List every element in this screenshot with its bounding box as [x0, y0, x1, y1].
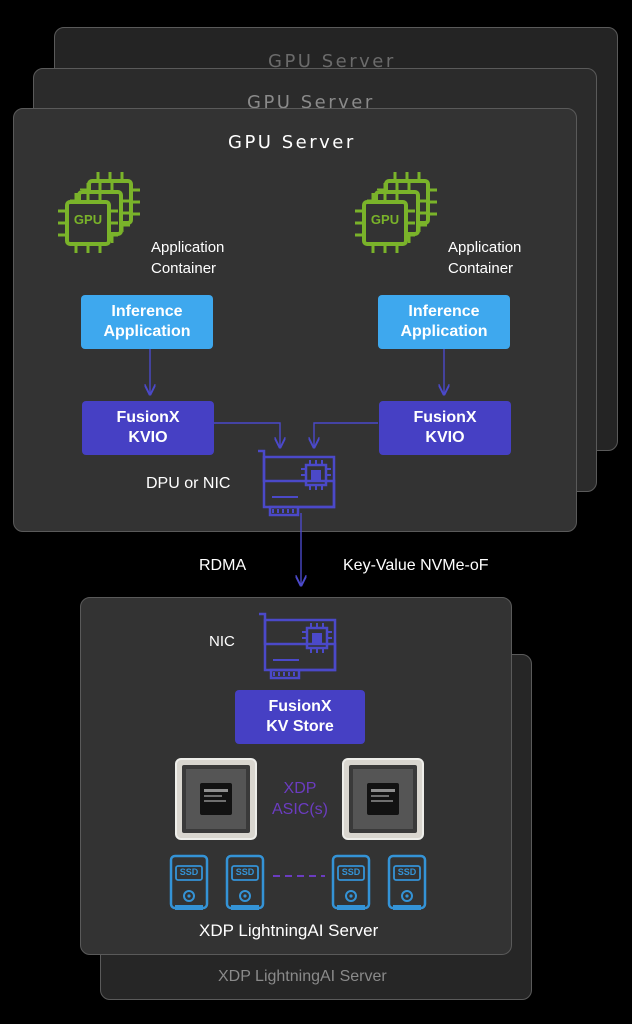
fusionx-kvio-box-left: FusionX KVIO	[82, 401, 214, 455]
application-container-label-left: Application Container	[151, 239, 225, 277]
ssd-label-4: SSD	[397, 867, 417, 877]
storage-nic-icon	[257, 612, 337, 680]
ssd-label-1: SSD	[179, 867, 199, 877]
inference-application-box-right: Inference Application	[378, 295, 510, 349]
arrow-kvio-dpu-right	[314, 422, 378, 447]
kv-nvme-of-label: Key-Value NVMe-oF	[343, 557, 489, 574]
gpu-chip-icon-left	[56, 191, 120, 255]
dpu-nic-icon	[256, 449, 336, 517]
xdp-server-title-front: XDP LightningAI Server	[199, 921, 379, 940]
gpu-chip-icon-right	[353, 191, 417, 255]
xdp-server-title-back: XDP LightningAI Server	[218, 968, 387, 985]
arrow-kvio-dpu-left	[214, 422, 280, 447]
gpu-server-title-middle: GPU Server	[247, 92, 375, 113]
gpu-server-title-back: GPU Server	[268, 51, 396, 72]
gpu-chip-label-right: GPU	[370, 212, 400, 227]
fusionx-kvio-box-right: FusionX KVIO	[379, 401, 511, 455]
ssd-icon-4	[387, 854, 427, 912]
inference-application-box-left: Inference Application	[81, 295, 213, 349]
ssd-icon-1	[169, 854, 209, 912]
gpu-chip-label-left: GPU	[73, 212, 103, 227]
ssd-icon-3	[331, 854, 371, 912]
storage-nic-label: NIC	[209, 633, 235, 650]
ssd-label-2: SSD	[235, 867, 255, 877]
gpu-server-title-front: GPU Server	[228, 132, 356, 153]
asic-chip-icon-left	[175, 758, 257, 840]
xdp-server-panel-front	[80, 597, 512, 955]
dpu-or-nic-label: DPU or NIC	[146, 475, 231, 492]
asic-chip-icon-right	[342, 758, 424, 840]
application-container-label-right: Application Container	[448, 239, 522, 277]
ssd-icon-2	[225, 854, 265, 912]
fusionx-kv-store-box: FusionX KV Store	[235, 690, 365, 744]
ssd-label-3: SSD	[341, 867, 361, 877]
rdma-label: RDMA	[199, 557, 247, 574]
xdp-asic-label: XDP ASIC(s)	[272, 780, 328, 818]
